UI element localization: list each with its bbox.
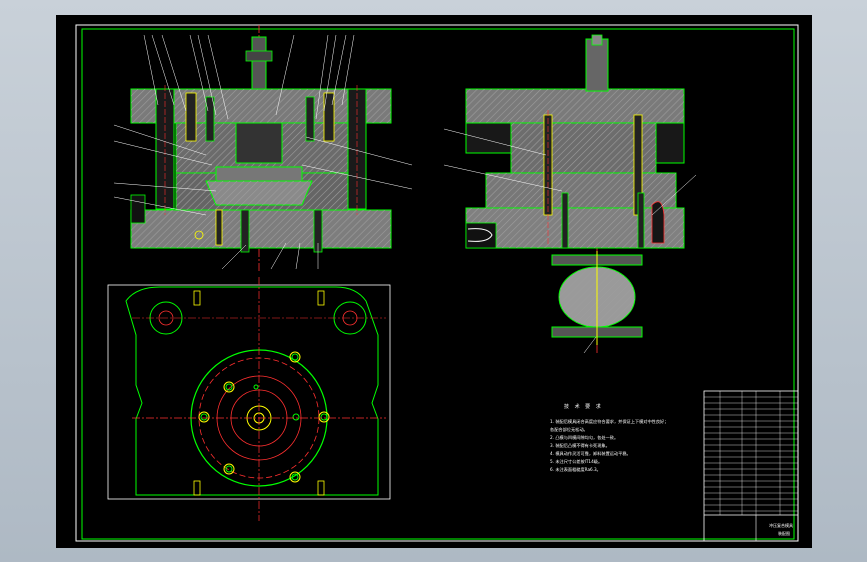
title-block: 冲压复合模具 装配图 <box>703 390 799 542</box>
assembly-drawing: 技 术 要 求 1. 装配后模具闭合高度应符合要求，并保证上下模对中性良好； 各… <box>75 24 799 542</box>
tech-req-item: 1. 装配后模具闭合高度应符合要求，并保证上下模对中性良好； <box>550 418 668 425</box>
cad-viewport[interactable]: 技 术 要 求 1. 装配后模具闭合高度应符合要求，并保证上下模对中性良好； 各… <box>56 15 812 548</box>
tech-req-item: 4. 模具动作灵活可靠，卸料装置运动平稳。 <box>550 450 631 457</box>
tech-req-item: 各配合部位无松动。 <box>550 426 588 433</box>
title-name: 冲压复合模具 <box>769 522 793 528</box>
tech-req-title: 技 术 要 求 <box>564 403 603 410</box>
tech-req-item: 3. 装配后凸模不得有卡死现象。 <box>550 442 610 449</box>
tech-req-item: 5. 未注尺寸公差按IT14级。 <box>550 458 602 465</box>
tech-req-item: 2. 凸模与凹模间隙均匀，各处一致。 <box>550 434 618 441</box>
inner-frame <box>81 28 795 540</box>
plan-view <box>107 277 391 521</box>
tech-req-item: 6. 未注表面粗糙度Ra6.3。 <box>550 466 601 473</box>
outer-frame <box>75 24 799 542</box>
side-section-view <box>443 34 697 355</box>
title-sheet: 装配图 <box>778 530 790 536</box>
front-section-view <box>113 25 413 273</box>
technical-requirements: 技 术 要 求 1. 装配后模具闭合高度应符合要求，并保证上下模对中性良好； 各… <box>550 403 668 473</box>
